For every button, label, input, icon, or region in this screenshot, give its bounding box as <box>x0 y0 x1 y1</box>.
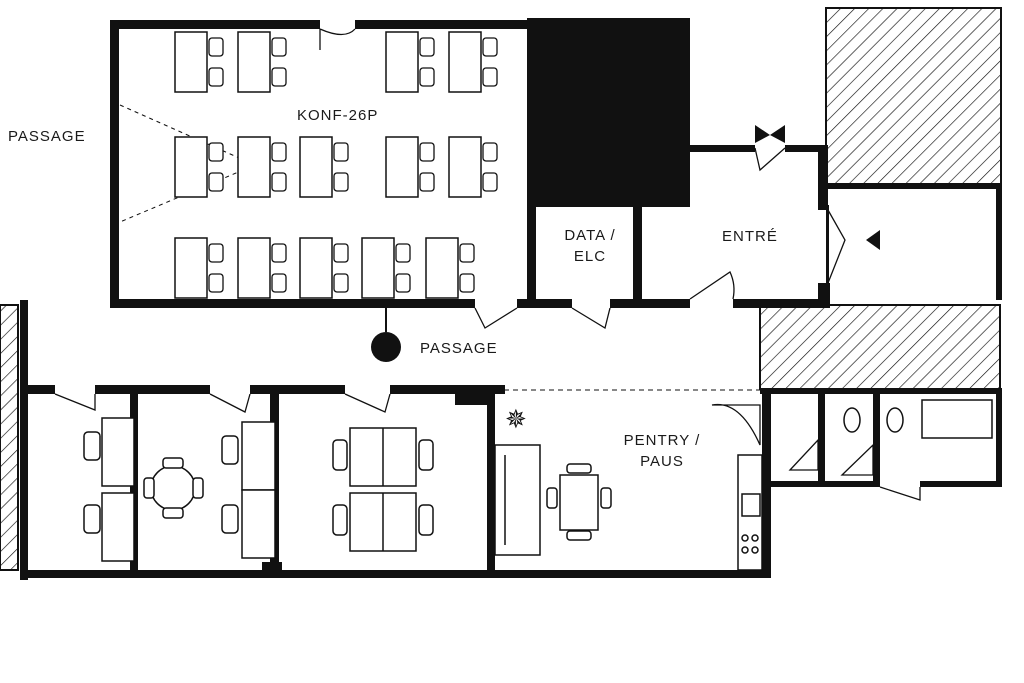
label-data-room: DATA / ELC <box>550 225 630 267</box>
office-furniture <box>83 399 993 571</box>
label-passage-center: PASSAGE <box>420 340 498 357</box>
windows <box>40 21 760 577</box>
hatched-areas <box>0 7 1002 571</box>
plant-icon: ✵ <box>505 404 527 434</box>
bowtie-symbol-icon <box>755 125 785 143</box>
label-passage-left: PASSAGE <box>8 128 86 145</box>
label-pantry-line2: PAUS <box>640 453 684 470</box>
conference-desks <box>174 31 498 299</box>
label-data-line1: DATA / <box>564 227 616 244</box>
label-pantry-line1: PENTRY / <box>623 432 701 449</box>
label-conference-room: KONF-26P <box>297 107 379 124</box>
label-data-line2: ELC <box>573 248 607 265</box>
entrance-arrow-icon <box>866 230 880 250</box>
shaft-block <box>527 18 690 207</box>
column <box>371 332 401 362</box>
label-entrance: ENTRÉ <box>722 228 778 245</box>
doors <box>54 28 921 501</box>
label-pantry: PENTRY / PAUS <box>612 430 712 472</box>
